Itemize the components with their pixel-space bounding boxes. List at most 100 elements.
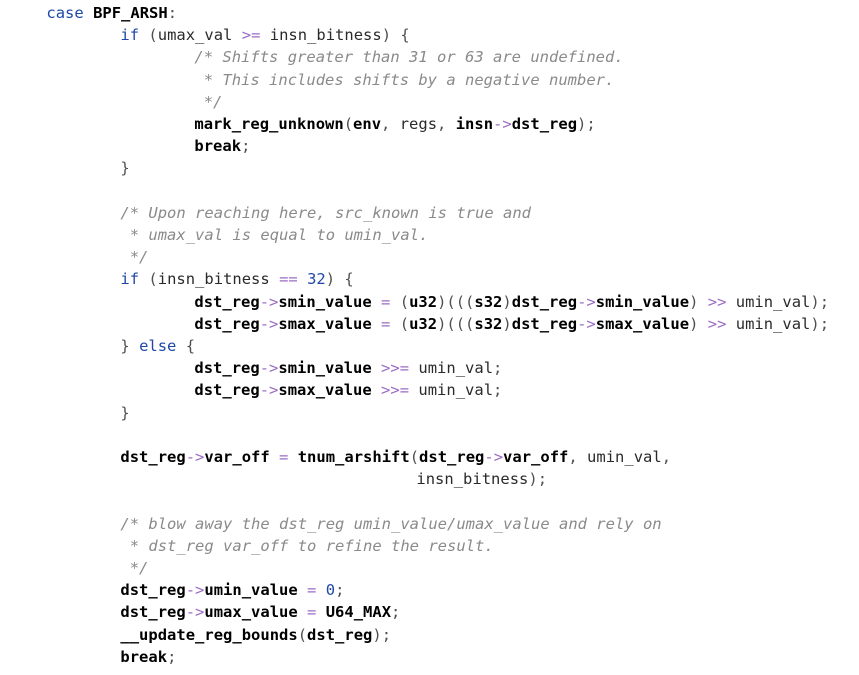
comment-text: * dst_reg var_off to refine the result. <box>120 536 494 555</box>
punctuation: ( <box>409 448 420 466</box>
identifier: dst_reg <box>194 292 260 311</box>
identifier: insn <box>455 115 494 133</box>
identifier: dst_reg <box>120 581 186 600</box>
identifier: __update_reg_bounds <box>120 625 298 644</box>
code-text: insn_bitness <box>157 270 280 289</box>
code-line: * This includes shifts by a negative num… <box>194 69 615 91</box>
punctuation: } <box>120 403 130 422</box>
punctuation: , <box>437 115 456 133</box>
code-line: break; <box>120 646 176 668</box>
punctuation: : <box>167 4 178 22</box>
code-line: */ <box>120 557 149 579</box>
operator: -> <box>185 448 205 466</box>
code-line: case BPF_ARSH: <box>46 2 177 24</box>
operator: -> <box>259 292 279 311</box>
operator: -> <box>185 581 205 600</box>
operator: >>= <box>371 359 419 378</box>
identifier: dst_reg <box>419 448 485 466</box>
code-line: } <box>120 157 129 179</box>
identifier: break <box>194 137 242 156</box>
identifier: dst_reg <box>511 292 578 311</box>
punctuation: ( <box>343 115 354 133</box>
identifier: umin_value <box>204 581 298 600</box>
comment-text: */ <box>194 92 223 111</box>
code-line: dst_reg->smax_value >>= umin_val; <box>194 379 502 401</box>
code-text: umax_val <box>157 26 242 45</box>
code-line: dst_reg->umax_value = U64_MAX; <box>120 601 400 623</box>
identifier: u32 <box>409 292 438 311</box>
operator: = <box>269 448 298 466</box>
comment-text: /* blow away the dst_reg umin_value/umax… <box>120 514 662 533</box>
keyword: if <box>120 26 149 45</box>
operator: -> <box>259 381 279 400</box>
operator: -> <box>484 448 504 466</box>
operator: -> <box>493 115 512 133</box>
code-line: } else { <box>120 335 195 357</box>
identifier: smax_value <box>595 314 690 333</box>
punctuation: ( <box>148 26 158 45</box>
punctuation: ; <box>335 581 345 600</box>
code-line: mark_reg_unknown(env, regs, insn->dst_re… <box>194 113 595 135</box>
identifier: BPF_ARSH <box>93 4 168 22</box>
identifier: smin_value <box>278 292 372 311</box>
code-line: dst_reg->umin_value = 0; <box>120 579 344 601</box>
identifier: env <box>353 115 382 133</box>
punctuation: ) <box>689 314 708 333</box>
comment-text: */ <box>120 248 149 267</box>
identifier: s32 <box>474 314 503 333</box>
code-line: if (umax_val >= insn_bitness) { <box>120 24 409 46</box>
identifier: tnum_arshift <box>297 448 410 466</box>
operator: -> <box>577 292 596 311</box>
operator: >> <box>707 314 736 333</box>
code-line: dst_reg->smin_value >>= umin_val; <box>194 357 502 379</box>
operator: >= <box>241 26 270 45</box>
comment-text: /* Upon reaching here, src_known is true… <box>120 203 531 222</box>
operator: = <box>297 603 326 622</box>
operator: = <box>371 314 400 333</box>
punctuation: ) <box>502 292 512 311</box>
code-line: } <box>120 402 129 424</box>
code-line: * dst_reg var_off to refine the result. <box>120 535 494 557</box>
identifier: smin_value <box>278 359 372 378</box>
code-line: */ <box>120 246 149 268</box>
operator: -> <box>577 314 596 333</box>
punctuation: ; <box>241 137 251 156</box>
punctuation: ); <box>810 292 830 311</box>
identifier: break <box>120 647 168 666</box>
operator: = <box>371 292 400 311</box>
keyword: case <box>46 4 94 22</box>
number-literal: 32 <box>307 270 326 289</box>
operator: -> <box>185 603 205 622</box>
punctuation: ( <box>399 314 410 333</box>
identifier: dst_reg <box>120 603 186 622</box>
punctuation: ) { <box>325 270 354 289</box>
identifier: u32 <box>409 314 438 333</box>
identifier: dst_reg <box>194 314 260 333</box>
identifier: s32 <box>474 292 503 311</box>
code-text: umin_val <box>735 314 811 333</box>
punctuation: { <box>185 337 196 355</box>
punctuation: ) { <box>381 26 410 45</box>
identifier: dst_reg <box>120 448 186 466</box>
identifier: dst_reg <box>307 625 373 644</box>
punctuation: ; <box>167 647 177 666</box>
identifier: dst_reg <box>194 381 260 400</box>
code-text: umin_val <box>587 448 662 466</box>
identifier: mark_reg_unknown <box>194 115 344 133</box>
punctuation: ( <box>148 270 158 289</box>
code-text: umin_val <box>418 359 494 378</box>
punctuation: , <box>568 448 588 466</box>
punctuation: ) <box>689 292 708 311</box>
comment-text: /* Shifts greater than 31 or 63 are unde… <box>194 48 624 67</box>
identifier: dst_reg <box>511 115 578 133</box>
comment-text: * This includes shifts by a negative num… <box>194 70 615 89</box>
code-line: insn_bitness); <box>416 468 547 490</box>
code-line: /* Shifts greater than 31 or 63 are unde… <box>194 46 623 68</box>
punctuation: } <box>120 159 130 178</box>
punctuation: ( <box>297 625 308 644</box>
code-line: /* Upon reaching here, src_known is true… <box>120 202 531 224</box>
operator: = <box>297 581 326 600</box>
punctuation: ( <box>399 292 410 311</box>
identifier: dst_reg <box>511 314 578 333</box>
